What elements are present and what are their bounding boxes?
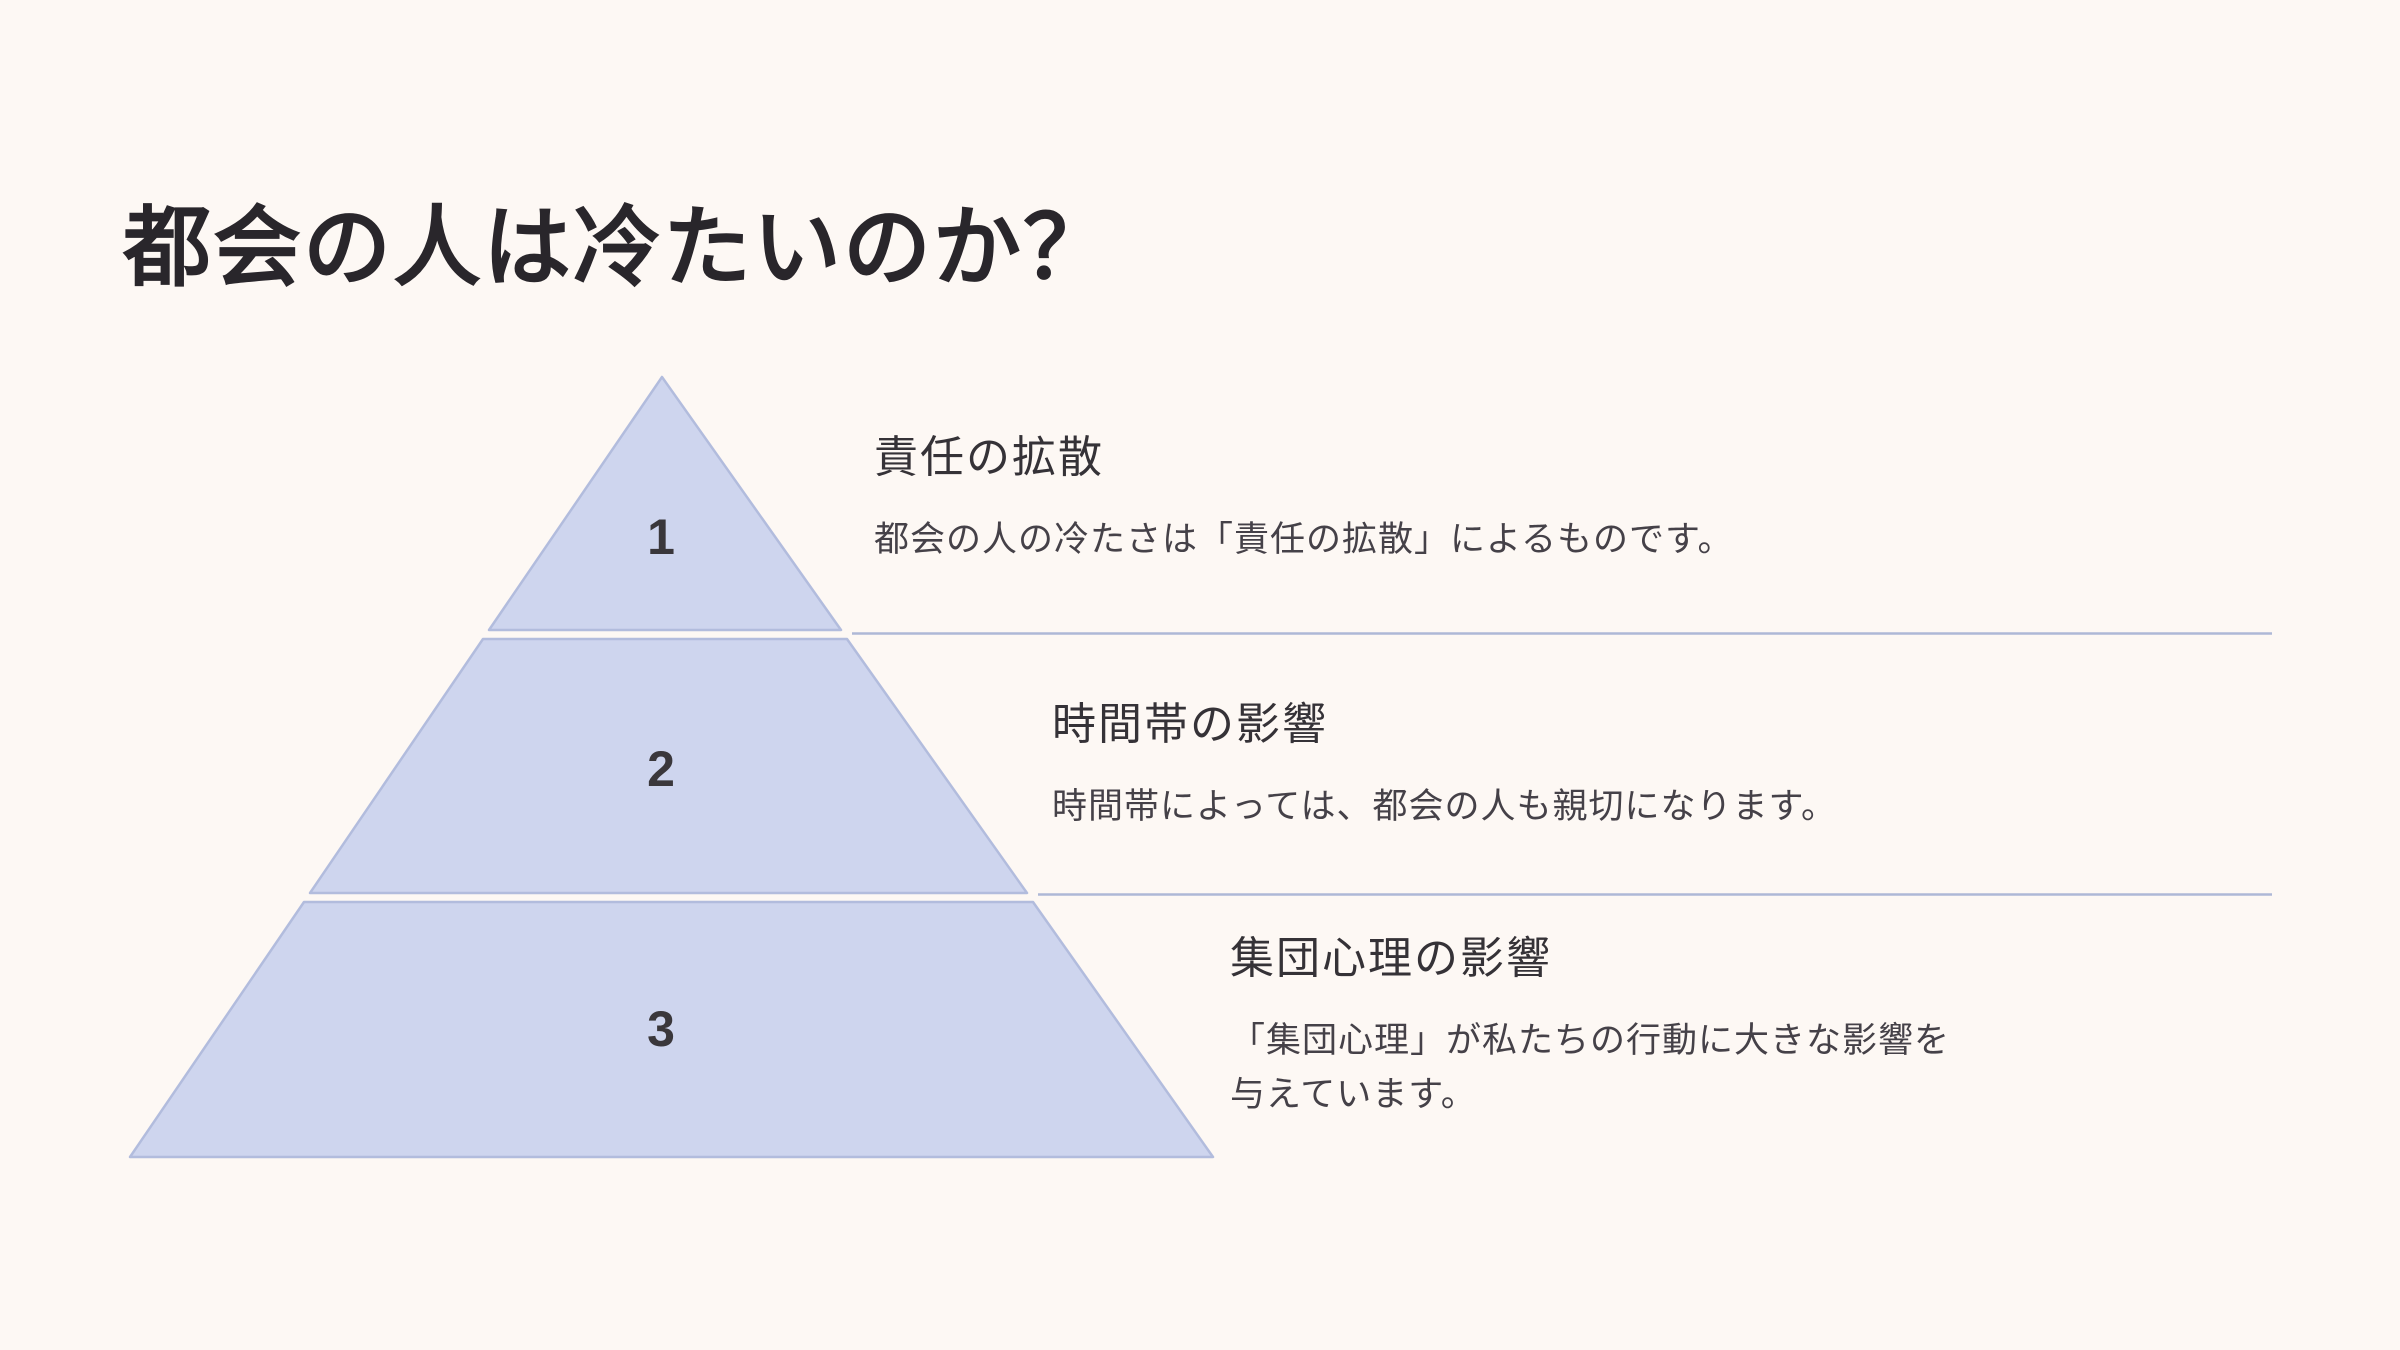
pyramid-tier-3-number: 3 [647, 1001, 675, 1057]
section-block-1: 責任の拡散 都会の人の冷たさは「責任の拡散」によるものです。 [874, 436, 1733, 567]
section-2-body: 時間帯によっては、都会の人も親切になります。 [1052, 787, 1838, 826]
pyramid-tier-2-shape [308, 637, 1029, 895]
pyramid-tier-1-number: 1 [647, 509, 675, 565]
section-3-heading: 集団心理の影響 [1230, 934, 1552, 983]
section-3-body: 「集団心理」が私たちの行動に大きな影響を 与えています。 [1230, 1021, 1951, 1115]
section-block-3: 集団心理の影響 「集団心理」が私たちの行動に大きな影響を 与えています。 [1230, 937, 1950, 1123]
section-1-heading: 責任の拡散 [874, 433, 1104, 482]
pyramid-tier-1-shape [487, 375, 843, 632]
section-1-body: 都会の人の冷たさは「責任の拡散」によるものです。 [874, 520, 1734, 559]
section-2-heading: 時間帯の影響 [1052, 700, 1328, 749]
section-block-2: 時間帯の影響 時間帯によっては、都会の人も親切になります。 [1052, 703, 1837, 834]
slide-title: 都会の人は冷たいのか？ [123, 198, 1114, 297]
pyramid-tier-2-number: 2 [647, 741, 675, 797]
pyramid-tier-3-shape [128, 900, 1215, 1159]
